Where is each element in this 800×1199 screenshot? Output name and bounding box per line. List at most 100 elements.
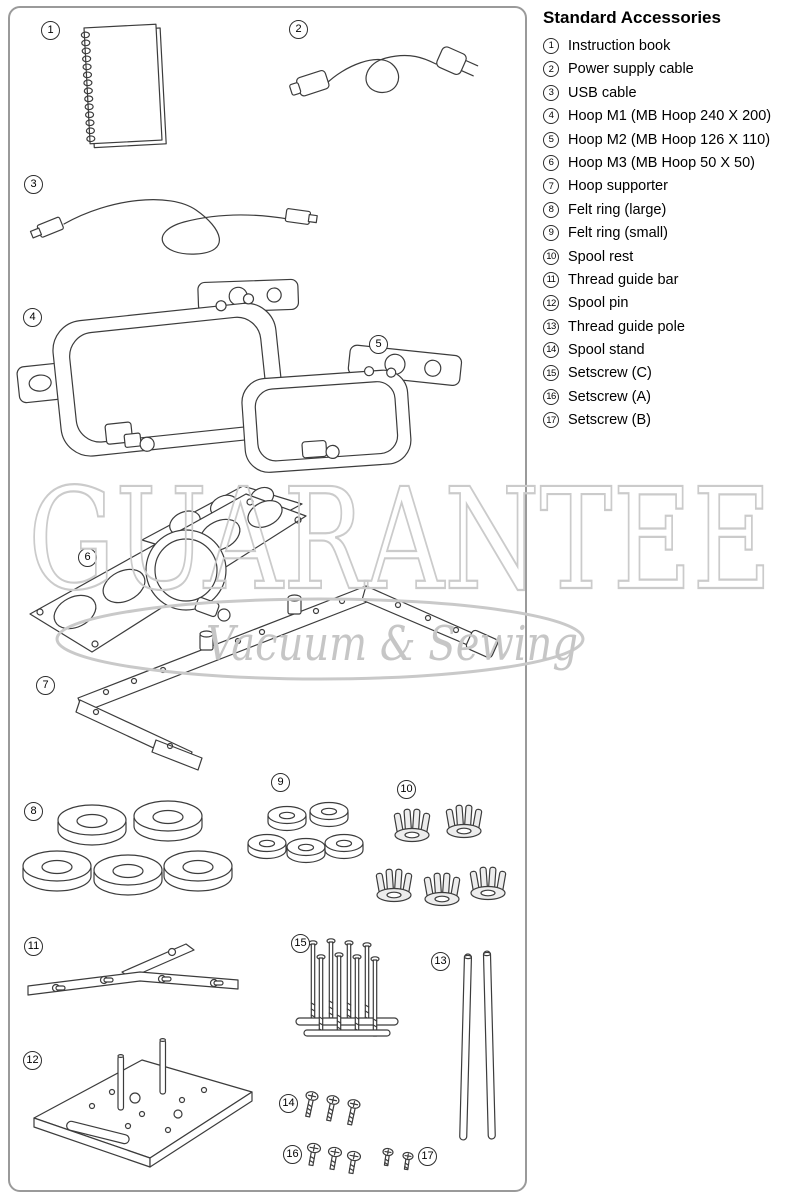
- felt-ring-large: [93, 854, 163, 896]
- accessories-list: Standard Accessories 1 Instruction book 2…: [543, 8, 797, 436]
- setscrew-c-drawing: [295, 938, 399, 1037]
- callout-3: 3: [24, 175, 43, 194]
- screw-set-17-drawing: [382, 1147, 414, 1171]
- callout-17: 17: [418, 1147, 437, 1166]
- list-item: 12 Spool pin: [543, 295, 797, 312]
- item-number-badge: 8: [543, 201, 559, 218]
- item-label: Thread guide pole: [568, 318, 685, 335]
- item-label: Setscrew (B): [568, 412, 651, 429]
- list-item: 1 Instruction book: [543, 38, 797, 54]
- spool-rest-piece: [423, 872, 461, 907]
- item-number-badge: 11: [543, 271, 559, 288]
- item-number-badge: 15: [543, 365, 559, 382]
- item-label: Setscrew (C): [568, 365, 652, 382]
- thread-guide-bar-drawing: [27, 943, 239, 996]
- hoop-m1-drawing: [16, 278, 300, 457]
- spool-pin-icon: [159, 1037, 167, 1095]
- felt-ring-small: [247, 833, 287, 860]
- spool-pin-drawing: [33, 1037, 253, 1168]
- page-title: Standard Accessories: [543, 8, 721, 27]
- keyhole-slot-icon: [209, 978, 224, 988]
- item-number-badge: 3: [543, 84, 559, 101]
- item-number-badge: 16: [543, 388, 559, 405]
- list-item: 6 Hoop M3 (MB Hoop 50 X 50): [543, 154, 797, 171]
- callout-4: 4: [23, 308, 42, 327]
- callout-2: 2: [289, 20, 308, 39]
- keyhole-slot-icon: [51, 983, 66, 993]
- callout-11: 11: [24, 937, 43, 956]
- item-label: Spool rest: [568, 248, 634, 265]
- screw-set-14-drawing: [305, 1091, 361, 1126]
- hoop-m2-drawing: [241, 344, 463, 473]
- spool-pin-icon: [117, 1053, 125, 1111]
- spiral-binding-icon: [80, 31, 96, 143]
- callout-1: 1: [41, 21, 60, 40]
- callout-15: 15: [291, 934, 310, 953]
- item-label: Spool pin: [568, 295, 629, 312]
- screw-set-16-drawing: [306, 1142, 362, 1175]
- item-label: Setscrew (A): [568, 388, 651, 405]
- power-cable-drawing: [289, 46, 479, 97]
- item-number-badge: 10: [543, 248, 559, 265]
- item-label: Power supply cable: [568, 61, 694, 78]
- item-label: Felt ring (small): [568, 225, 668, 242]
- felt-rings-small-drawing: [247, 801, 364, 864]
- item-number-badge: 7: [543, 178, 559, 195]
- item-label: Instruction book: [568, 38, 671, 54]
- callout-9: 9: [271, 773, 290, 792]
- list-item: 16 Setscrew (A): [543, 388, 797, 405]
- spool-rest-drawing: [375, 804, 507, 907]
- list-item: 5 Hoop M2 (MB Hoop 126 X 110): [543, 131, 797, 148]
- felt-rings-large-drawing: [22, 800, 233, 896]
- item-number-badge: 6: [543, 154, 559, 171]
- item-label: Hoop M2 (MB Hoop 126 X 110): [568, 131, 771, 148]
- instruction-book-drawing: [80, 23, 167, 149]
- spool-rest-piece: [375, 868, 413, 903]
- list-item: 10 Spool rest: [543, 248, 797, 265]
- list-item: 11 Thread guide bar: [543, 271, 797, 288]
- callout-16: 16: [283, 1145, 302, 1164]
- item-label: Thread guide bar: [568, 271, 679, 288]
- item-number-badge: 2: [543, 61, 559, 78]
- item-number-badge: 13: [543, 318, 559, 335]
- list-item: 7 Hoop supporter: [543, 178, 797, 195]
- item-label: Spool stand: [568, 342, 645, 359]
- felt-ring-large: [57, 804, 127, 846]
- list-item: 15 Setscrew (C): [543, 365, 797, 382]
- spool-rest-piece: [469, 866, 507, 901]
- list-item: 2 Power supply cable: [543, 61, 797, 78]
- callout-7: 7: [36, 676, 55, 695]
- item-label: Hoop M3 (MB Hoop 50 X 50): [568, 154, 755, 171]
- item-label: Felt ring (large): [568, 201, 667, 218]
- callout-6: 6: [78, 548, 97, 567]
- felt-ring-small: [267, 805, 307, 832]
- item-label: Hoop M1 (MB Hoop 240 X 200): [568, 108, 772, 125]
- item-number-badge: 1: [543, 38, 559, 54]
- felt-ring-large: [133, 800, 203, 842]
- support-knob-icon: [287, 594, 302, 615]
- item-number-badge: 12: [543, 295, 559, 312]
- callout-10: 10: [397, 780, 416, 799]
- felt-ring-small: [286, 837, 326, 864]
- item-number-badge: 5: [543, 131, 559, 148]
- callout-12: 12: [23, 1051, 42, 1070]
- support-knob-icon: [199, 630, 214, 651]
- callout-14: 14: [279, 1094, 298, 1113]
- spool-rest-piece: [445, 804, 483, 839]
- felt-ring-large: [22, 850, 92, 892]
- felt-ring-large: [163, 850, 233, 892]
- callout-5: 5: [369, 335, 388, 354]
- spool-rest-piece: [393, 808, 431, 843]
- list-item: 8 Felt ring (large): [543, 201, 797, 218]
- felt-ring-small: [309, 801, 349, 828]
- usb-cable-drawing: [29, 199, 318, 255]
- item-label: Hoop supporter: [568, 178, 668, 195]
- item-number-badge: 9: [543, 225, 559, 242]
- callout-8: 8: [24, 802, 43, 821]
